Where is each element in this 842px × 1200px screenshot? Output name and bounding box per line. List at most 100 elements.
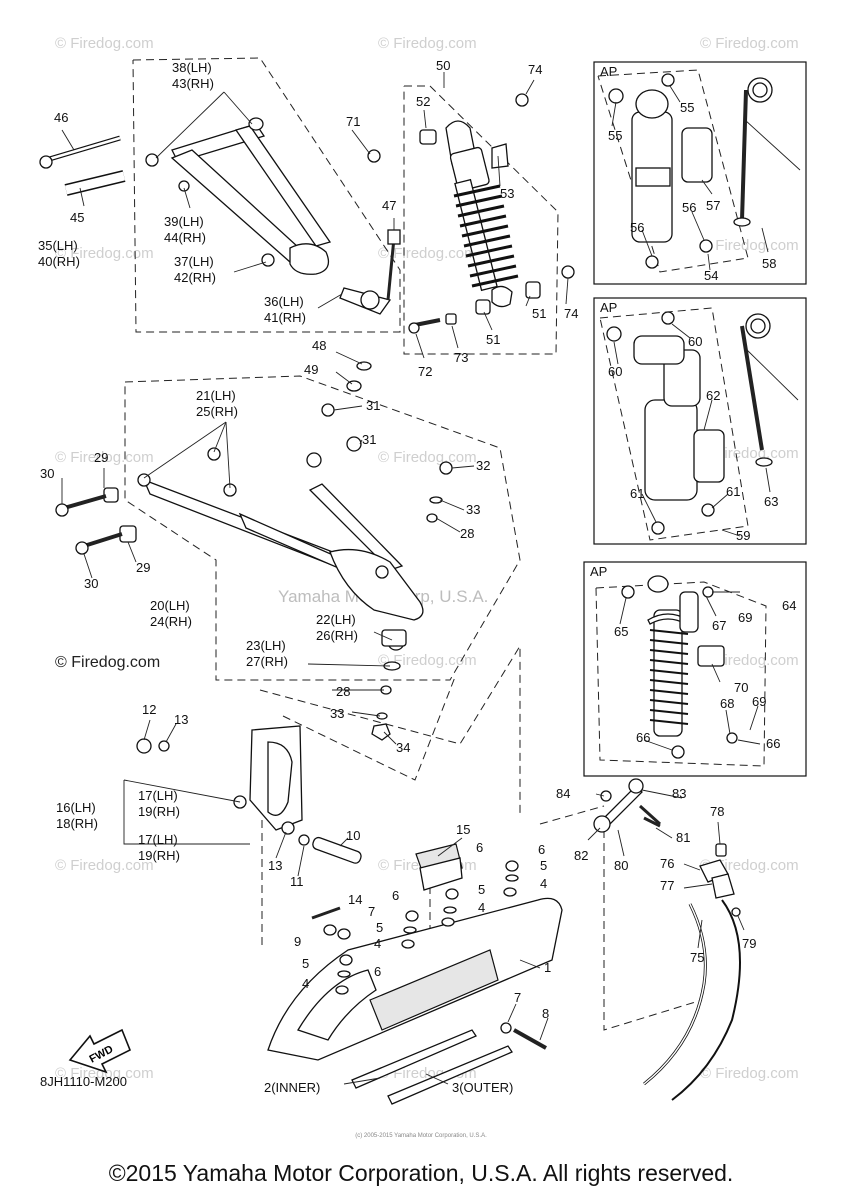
label-17b: 17(LH) bbox=[138, 832, 178, 847]
label-26: 26(RH) bbox=[316, 628, 358, 643]
label-30a: 30 bbox=[40, 466, 54, 481]
upper-a-arm bbox=[39, 117, 401, 392]
ap-label: AP bbox=[600, 64, 617, 79]
watermark-firedog: © Firedog.com bbox=[378, 652, 477, 669]
label-69a: 69 bbox=[738, 610, 752, 625]
label-81: 81 bbox=[676, 830, 690, 845]
label-37: 37(LH) bbox=[174, 254, 214, 269]
shock-absorber bbox=[367, 93, 575, 334]
label-35: 35(LH) bbox=[38, 238, 78, 253]
label-55b: 55 bbox=[680, 100, 694, 115]
label-66a: 66 bbox=[636, 730, 650, 745]
label-4d: 4 bbox=[302, 976, 309, 991]
diagram-code: 8JH1110-M200 bbox=[40, 1074, 127, 1089]
label-43: 43(RH) bbox=[172, 76, 214, 91]
label-2: 2(INNER) bbox=[264, 1080, 320, 1095]
label-28b: 28 bbox=[336, 684, 350, 699]
label-25: 25(RH) bbox=[196, 404, 238, 419]
label-64: 64 bbox=[782, 598, 796, 613]
watermark-firedog: © Firedog.com bbox=[55, 449, 154, 466]
ap-label: AP bbox=[600, 300, 617, 315]
label-53: 53 bbox=[500, 186, 514, 201]
label-75: 75 bbox=[690, 950, 704, 965]
label-52: 52 bbox=[416, 94, 430, 109]
watermark-firedog: © Firedog.com bbox=[55, 1065, 154, 1082]
label-69b: 69 bbox=[752, 694, 766, 709]
label-7b: 7 bbox=[514, 990, 521, 1005]
label-48: 48 bbox=[312, 338, 326, 353]
label-38: 38(LH) bbox=[172, 60, 212, 75]
label-63: 63 bbox=[764, 494, 778, 509]
fwd-arrow: FWD bbox=[68, 1028, 132, 1074]
watermark-firedog-dark: © Firedog.com bbox=[55, 654, 160, 671]
label-83: 83 bbox=[672, 786, 686, 801]
label-61a: 61 bbox=[630, 486, 644, 501]
label-68: 68 bbox=[720, 696, 734, 711]
label-74a: 74 bbox=[528, 62, 542, 77]
label-47: 47 bbox=[382, 198, 396, 213]
label-80: 80 bbox=[614, 858, 628, 873]
label-51b: 51 bbox=[486, 332, 500, 347]
lower-a-arm bbox=[55, 403, 453, 741]
stabilizer-link bbox=[593, 778, 741, 1101]
ap-box-1: AP bbox=[593, 61, 807, 285]
label-18: 18(RH) bbox=[56, 816, 98, 831]
label-11: 11 bbox=[290, 874, 304, 889]
label-40: 40(RH) bbox=[38, 254, 80, 269]
label-33b: 33 bbox=[330, 706, 344, 721]
label-79: 79 bbox=[742, 936, 756, 951]
label-19b: 19(RH) bbox=[138, 848, 180, 863]
label-29a: 29 bbox=[94, 450, 108, 465]
label-55a: 55 bbox=[608, 128, 622, 143]
label-39: 39(LH) bbox=[164, 214, 204, 229]
label-31b: 31 bbox=[362, 432, 376, 447]
label-70: 70 bbox=[734, 680, 748, 695]
label-41: 41(RH) bbox=[264, 310, 306, 325]
ski bbox=[267, 843, 563, 1105]
label-57: 57 bbox=[706, 198, 720, 213]
label-6a: 6 bbox=[476, 840, 483, 855]
label-36: 36(LH) bbox=[264, 294, 304, 309]
label-6c: 6 bbox=[392, 888, 399, 903]
label-19a: 19(RH) bbox=[138, 804, 180, 819]
label-34: 34 bbox=[396, 740, 410, 755]
label-58: 58 bbox=[762, 256, 776, 271]
label-6b: 6 bbox=[538, 842, 545, 857]
label-4b: 4 bbox=[478, 900, 485, 915]
label-54: 54 bbox=[704, 268, 718, 283]
label-67: 67 bbox=[712, 618, 726, 633]
label-4a: 4 bbox=[540, 876, 547, 891]
label-13b: 13 bbox=[268, 858, 282, 873]
label-1: 1 bbox=[544, 960, 551, 975]
label-27: 27(RH) bbox=[246, 654, 288, 669]
watermark-firedog: © Firedog.com bbox=[378, 35, 477, 52]
label-21: 21(LH) bbox=[196, 388, 236, 403]
watermark-firedog: © Firedog.com bbox=[55, 245, 154, 262]
watermark-firedog: © Firedog.com bbox=[700, 237, 799, 254]
label-6d: 6 bbox=[374, 964, 381, 979]
label-5c: 5 bbox=[376, 920, 383, 935]
label-13a: 13 bbox=[174, 712, 188, 727]
label-49: 49 bbox=[304, 362, 318, 377]
ap-box-3: AP bbox=[583, 561, 807, 777]
watermark-layer: © Firedog.com © Firedog.com © Firedog.co… bbox=[55, 35, 799, 1082]
ap-box-2: AP bbox=[593, 297, 807, 545]
label-61b: 61 bbox=[726, 484, 740, 499]
leader-lines bbox=[61, 72, 771, 1085]
label-16: 16(LH) bbox=[56, 800, 96, 815]
spindle bbox=[123, 725, 362, 864]
label-5d: 5 bbox=[302, 956, 309, 971]
label-22: 22(LH) bbox=[316, 612, 356, 627]
label-66b: 66 bbox=[766, 736, 780, 751]
label-71: 71 bbox=[346, 114, 360, 129]
label-28a: 28 bbox=[460, 526, 474, 541]
label-31a: 31 bbox=[366, 398, 380, 413]
label-44: 44(RH) bbox=[164, 230, 206, 245]
watermark-firedog: © Firedog.com bbox=[55, 35, 154, 52]
label-17a: 17(LH) bbox=[138, 788, 178, 803]
label-24: 24(RH) bbox=[150, 614, 192, 629]
label-42: 42(RH) bbox=[174, 270, 216, 285]
label-9: 9 bbox=[294, 934, 301, 949]
watermark-firedog: © Firedog.com bbox=[378, 245, 477, 262]
